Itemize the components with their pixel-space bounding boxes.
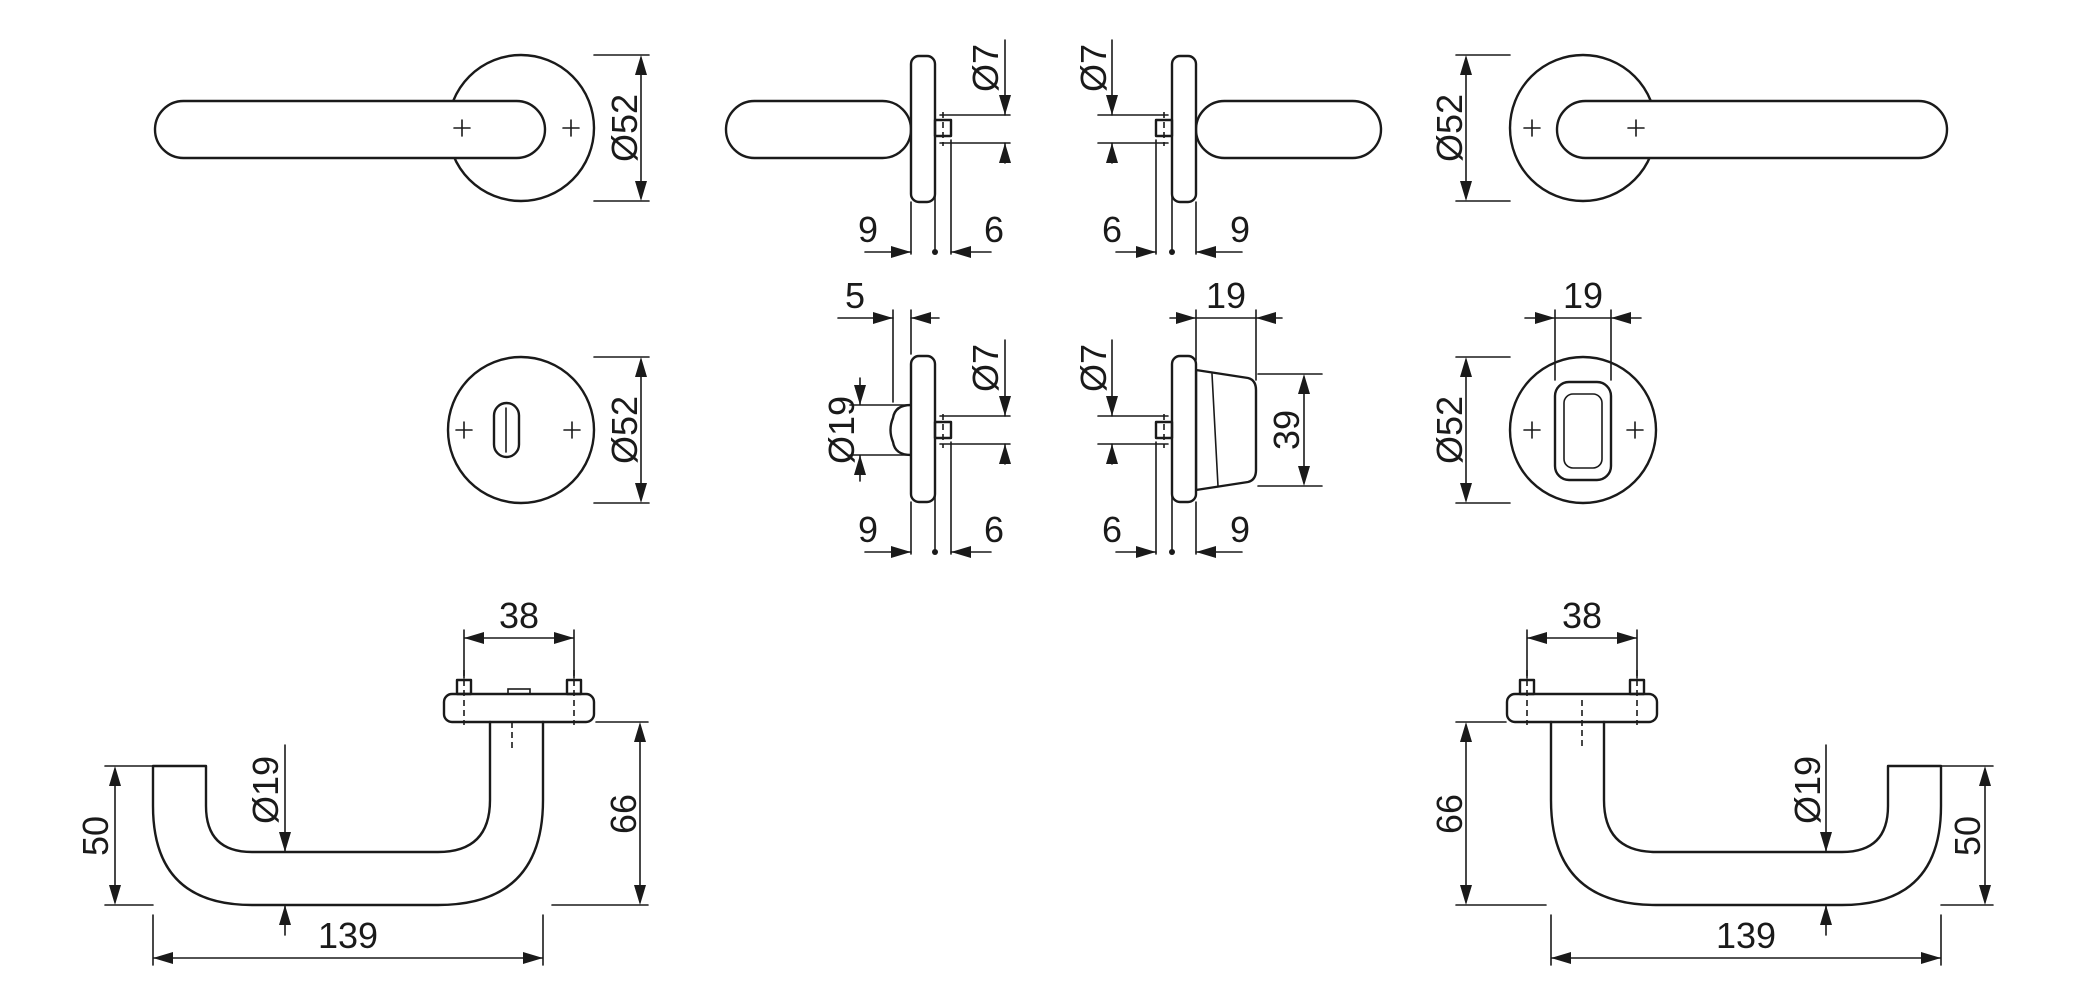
dim-19: 19 [1206, 275, 1246, 316]
release-knob-outer [1553, 380, 1613, 482]
lever-body [153, 99, 547, 160]
dim-d52: Ø52 [604, 94, 645, 162]
dim-50: 50 [75, 816, 116, 856]
dim-50: 50 [1947, 816, 1988, 856]
rose-side [1170, 354, 1198, 504]
lever-side-view-left: Ø7 9 6 [724, 39, 1011, 258]
turn-knob-side [889, 403, 913, 457]
screw-mark [562, 119, 580, 137]
lever-front-view-left: Ø52 [153, 53, 650, 203]
dim-66: 66 [603, 794, 644, 834]
lever-side-view-right: Ø7 6 9 [1073, 39, 1383, 258]
dim-5: 5 [845, 275, 865, 316]
dim-9: 9 [858, 209, 878, 250]
lever-top-view-left: 38 Ø19 50 66 139 [75, 595, 649, 966]
release-knob-side [1194, 368, 1258, 492]
dim-6: 6 [984, 509, 1004, 550]
dim-6: 6 [1102, 209, 1122, 250]
rose-side [909, 54, 937, 204]
dim-9: 9 [1230, 209, 1250, 250]
dim-38: 38 [1562, 595, 1602, 636]
lever-front-view-right: Ø52 [1429, 53, 1949, 203]
screw-mark [1626, 421, 1644, 439]
dim-19: 19 [1563, 275, 1603, 316]
lever-body [724, 99, 913, 160]
lever-u-body [151, 720, 545, 907]
dim-6: 6 [1102, 509, 1122, 550]
screw-mark [1523, 421, 1541, 439]
turn-rose-front-view: Ø52 [446, 355, 650, 505]
screw-mark [455, 421, 473, 439]
rose-plate [1505, 692, 1659, 724]
release-side-view-right: Ø7 19 39 6 9 [1073, 275, 1323, 558]
lever-top-view-right: 38 Ø19 66 50 139 [1429, 595, 1994, 966]
screw-mark [563, 421, 581, 439]
dim-66: 66 [1429, 794, 1470, 834]
rose-side [909, 354, 937, 504]
dim-d7: Ø7 [965, 44, 1006, 92]
lever-body [1194, 99, 1383, 160]
screw-mark [453, 119, 471, 137]
dim-139: 139 [318, 915, 378, 956]
dim-d19: Ø19 [821, 396, 862, 464]
turn-side-view-left: Ø7 Ø19 5 9 6 [821, 275, 1011, 558]
dim-d7: Ø7 [1073, 44, 1114, 92]
dim-139: 139 [1716, 915, 1776, 956]
dim-d52: Ø52 [604, 396, 645, 464]
release-knob-inner [1563, 393, 1603, 469]
screw-mark [1627, 119, 1645, 137]
turn-knob [492, 401, 521, 459]
dim-9: 9 [858, 509, 878, 550]
dim-d52: Ø52 [1429, 396, 1470, 464]
rose-outline [1508, 355, 1658, 505]
dim-d7: Ø7 [1073, 344, 1114, 392]
rose-side [1170, 54, 1198, 204]
dim-39: 39 [1266, 410, 1307, 450]
dim-d7: Ø7 [965, 344, 1006, 392]
screw-mark [1523, 119, 1541, 137]
dim-38: 38 [499, 595, 539, 636]
dim-d19: Ø19 [1787, 756, 1828, 824]
release-rose-front-view: 19 Ø52 [1429, 275, 1658, 505]
lever-body [1555, 99, 1949, 160]
dim-d52: Ø52 [1429, 94, 1470, 162]
lever-u-body [1549, 720, 1943, 907]
dim-d19: Ø19 [245, 756, 286, 824]
rose-outline [446, 355, 596, 505]
dim-6: 6 [984, 209, 1004, 250]
dim-9: 9 [1230, 509, 1250, 550]
rose-plate [442, 692, 596, 724]
